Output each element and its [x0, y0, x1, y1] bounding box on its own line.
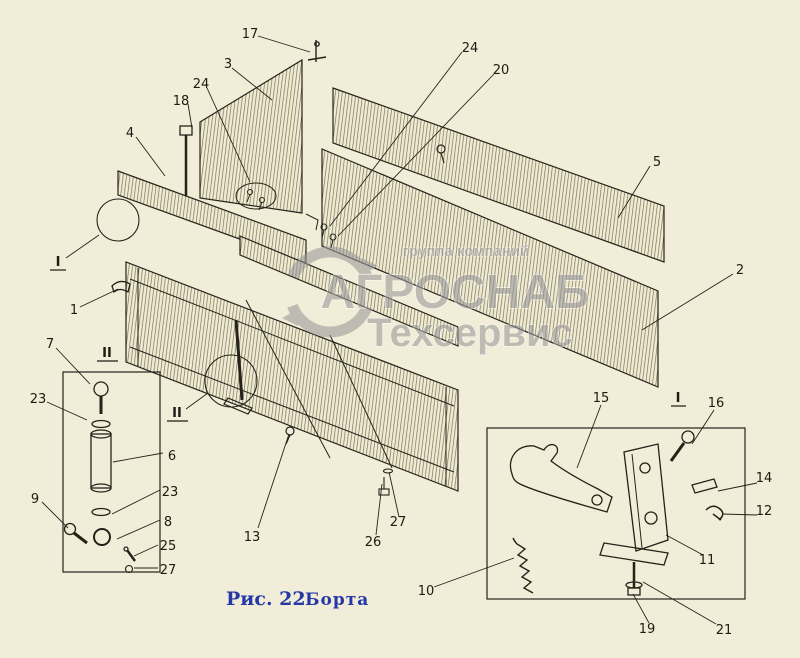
callout-labels: 17 3 24 18 24 20 4 5 2 I 1 7 II 23 9 II …	[30, 27, 773, 638]
panel-side-vertical	[199, 58, 303, 214]
watermark-logo-icon	[284, 246, 376, 338]
watermark-logo-arrow-2	[282, 308, 300, 326]
bolt-19-head	[627, 587, 641, 596]
bolt-26-washer-27	[378, 468, 394, 496]
hook-lever-15	[509, 443, 613, 513]
bolt-13	[285, 426, 295, 445]
watermark-company-small: группа компаний	[403, 243, 529, 260]
pin-14	[691, 478, 718, 494]
callout-24a: 24	[193, 77, 210, 92]
callout-11: 11	[699, 553, 716, 568]
callout-7: 7	[46, 337, 54, 352]
callout-25: 25	[160, 539, 177, 554]
callout-14: 14	[756, 471, 773, 486]
callout-18: 18	[173, 94, 190, 109]
hook-1	[111, 280, 131, 294]
side-panels	[117, 58, 665, 492]
callout-10: 10	[418, 584, 435, 599]
callout-19: 19	[639, 622, 656, 637]
leader-lines	[41, 35, 758, 625]
cylinder-6	[90, 433, 112, 489]
callout-5: 5	[653, 155, 661, 170]
bolt-9-head	[63, 522, 77, 536]
detail-box-II-border	[62, 371, 161, 573]
hinge-pin	[223, 319, 253, 415]
detail-box-II-label: II	[102, 346, 112, 361]
callout-27a: 27	[160, 563, 177, 578]
callout-13: 13	[244, 530, 261, 545]
washer-23-bottom	[91, 507, 111, 517]
callout-21: 21	[716, 623, 733, 638]
detail-circle-I	[96, 198, 140, 242]
detail-circle-II	[204, 354, 258, 408]
panel-right-lower	[321, 148, 659, 388]
screws-24-detail	[235, 182, 277, 211]
callout-detail-II-marker: II	[172, 406, 182, 421]
panel-front-frame	[129, 268, 455, 486]
watermark-company-sub: Техсервис	[367, 311, 573, 355]
bracket-base	[599, 542, 669, 566]
callout-20: 20	[493, 63, 510, 78]
bolts-24-20	[305, 213, 337, 249]
callout-23b: 23	[162, 485, 179, 500]
detail-box-I-border	[486, 427, 746, 600]
hinge-18	[179, 125, 193, 196]
caption-number: Рис. 22	[226, 588, 306, 610]
figure-caption: Рис. 22 Борта	[226, 588, 369, 610]
bracket-17	[307, 40, 327, 62]
watermark-logo-arrow	[360, 258, 378, 276]
callout-24b: 24	[462, 41, 479, 56]
callout-3: 3	[224, 57, 232, 72]
main-small-parts	[96, 40, 446, 496]
callout-26: 26	[365, 535, 382, 550]
callout-15: 15	[593, 391, 610, 406]
callout-12: 12	[756, 504, 773, 519]
washer-27	[124, 564, 134, 574]
callout-4: 4	[126, 126, 134, 141]
latch-assembly	[509, 430, 724, 596]
rod-assembly	[63, 381, 137, 574]
detail-box-II	[62, 371, 161, 574]
callout-16: 16	[708, 396, 725, 411]
watermark: группа компаний АГРОСНАБ Техсервис	[282, 243, 590, 356]
callout-2: 2	[736, 263, 744, 278]
panel-top-right	[332, 87, 665, 263]
ring-8	[93, 528, 111, 546]
callout-1: 1	[70, 303, 78, 318]
watermark-company-main: АГРОСНАБ	[320, 266, 589, 319]
pin-25	[123, 546, 129, 552]
callout-27b: 27	[390, 515, 407, 530]
callout-8: 8	[164, 515, 172, 530]
clip-12	[705, 505, 724, 521]
spring-10	[512, 537, 534, 594]
caption-title: Борта	[305, 590, 369, 610]
detail-box-I-label: I	[676, 391, 681, 406]
callout-detail-I-marker: I	[56, 255, 61, 270]
washer-23-top	[91, 419, 111, 429]
hook-on-panel-5	[436, 144, 446, 164]
callout-6: 6	[168, 449, 176, 464]
callout-23a: 23	[30, 392, 47, 407]
callout-9: 9	[31, 492, 39, 507]
eyebolt-7	[93, 381, 109, 397]
bracket-11	[623, 443, 669, 552]
bolt-16-head	[681, 430, 695, 444]
detail-box-I	[486, 427, 746, 600]
callout-17: 17	[242, 27, 259, 42]
roman-underlines	[50, 269, 686, 422]
panel-front	[125, 261, 459, 492]
